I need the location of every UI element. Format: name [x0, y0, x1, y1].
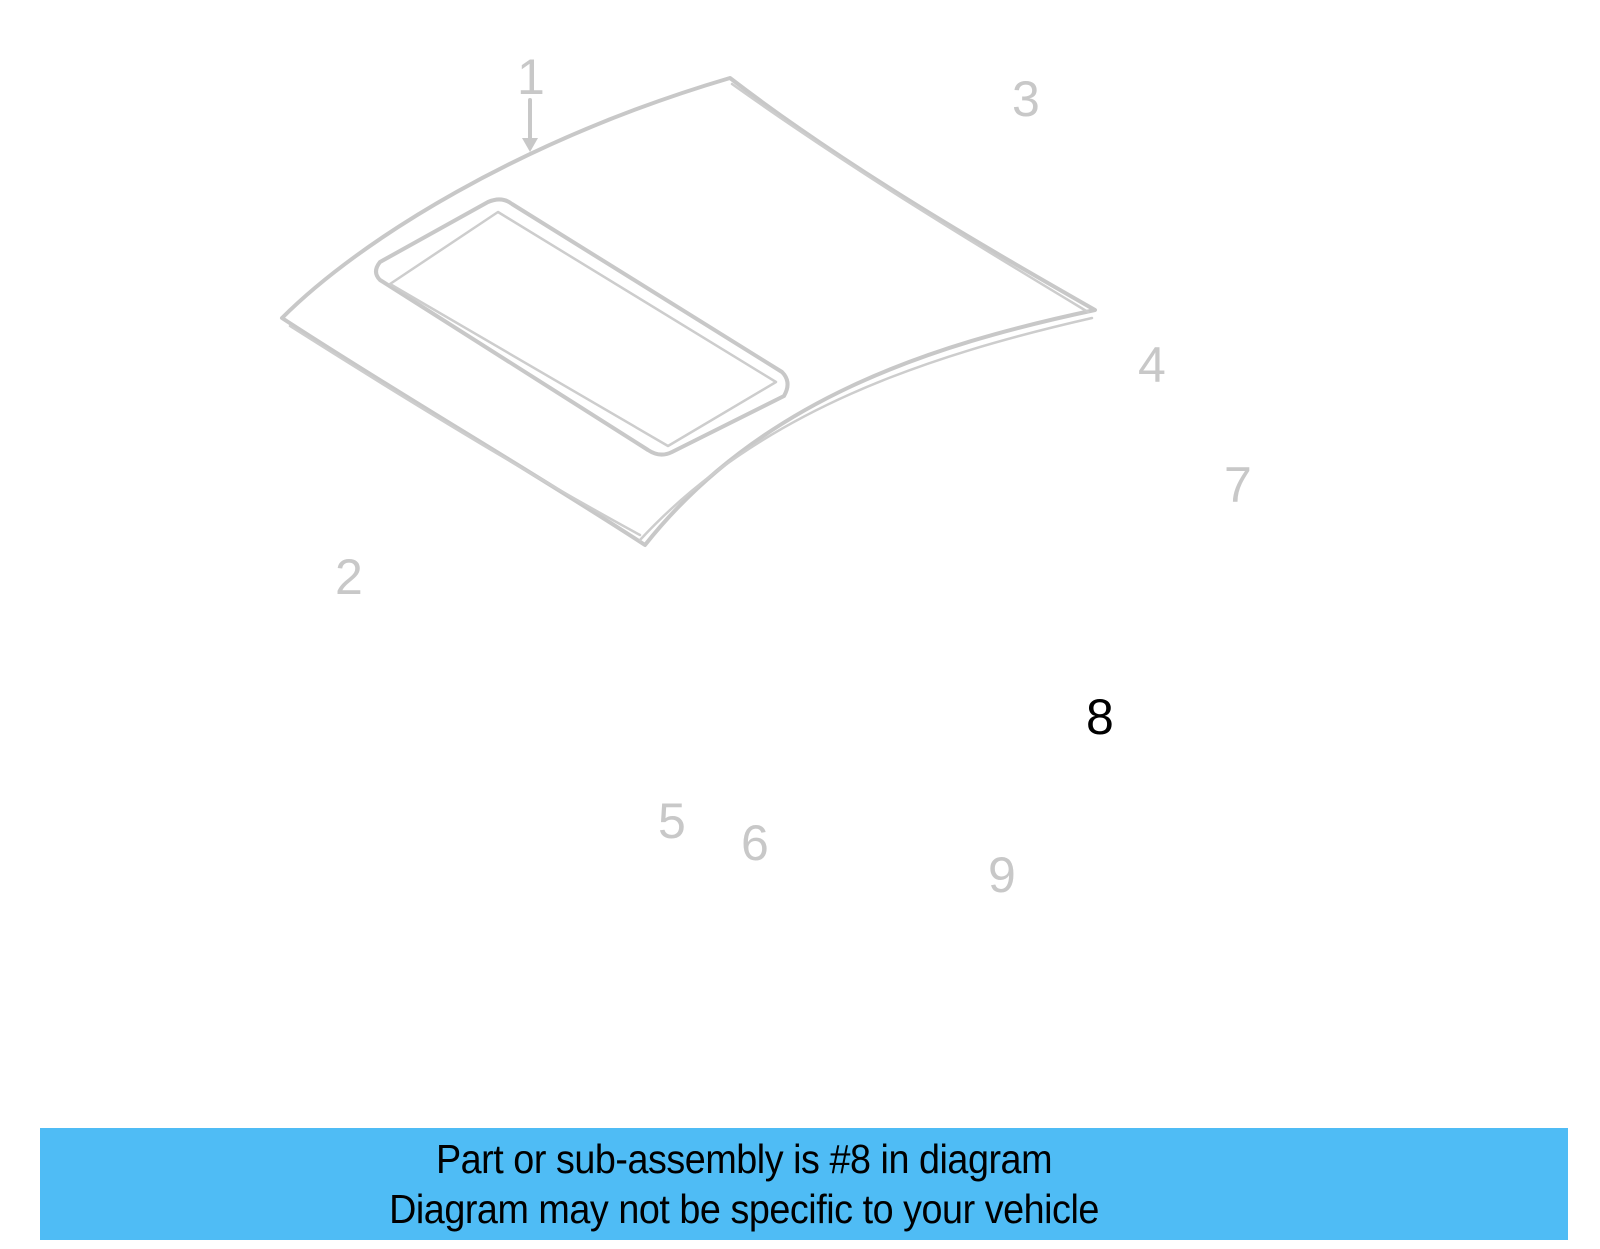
callout-7[interactable]: 7	[1224, 457, 1252, 513]
callout-9[interactable]: 9	[988, 847, 1016, 903]
banner-disclaimer: Diagram may not be specific to your vehi…	[389, 1186, 1099, 1232]
callout-8[interactable]: 8	[1086, 689, 1114, 745]
info-banner: Part or sub-assembly is #8 in diagram Di…	[40, 1128, 1568, 1240]
callout-6[interactable]: 6	[741, 815, 769, 871]
part-1-roof-panel[interactable]	[280, 76, 1097, 547]
callout-1[interactable]: 1	[517, 49, 545, 105]
callout-3[interactable]: 3	[1012, 71, 1040, 127]
callout-2[interactable]: 2	[335, 549, 363, 605]
callout-4[interactable]: 4	[1138, 337, 1166, 393]
banner-part-notice: Part or sub-assembly is #8 in diagram	[435, 1136, 1053, 1182]
callout-5[interactable]: 5	[658, 793, 686, 849]
